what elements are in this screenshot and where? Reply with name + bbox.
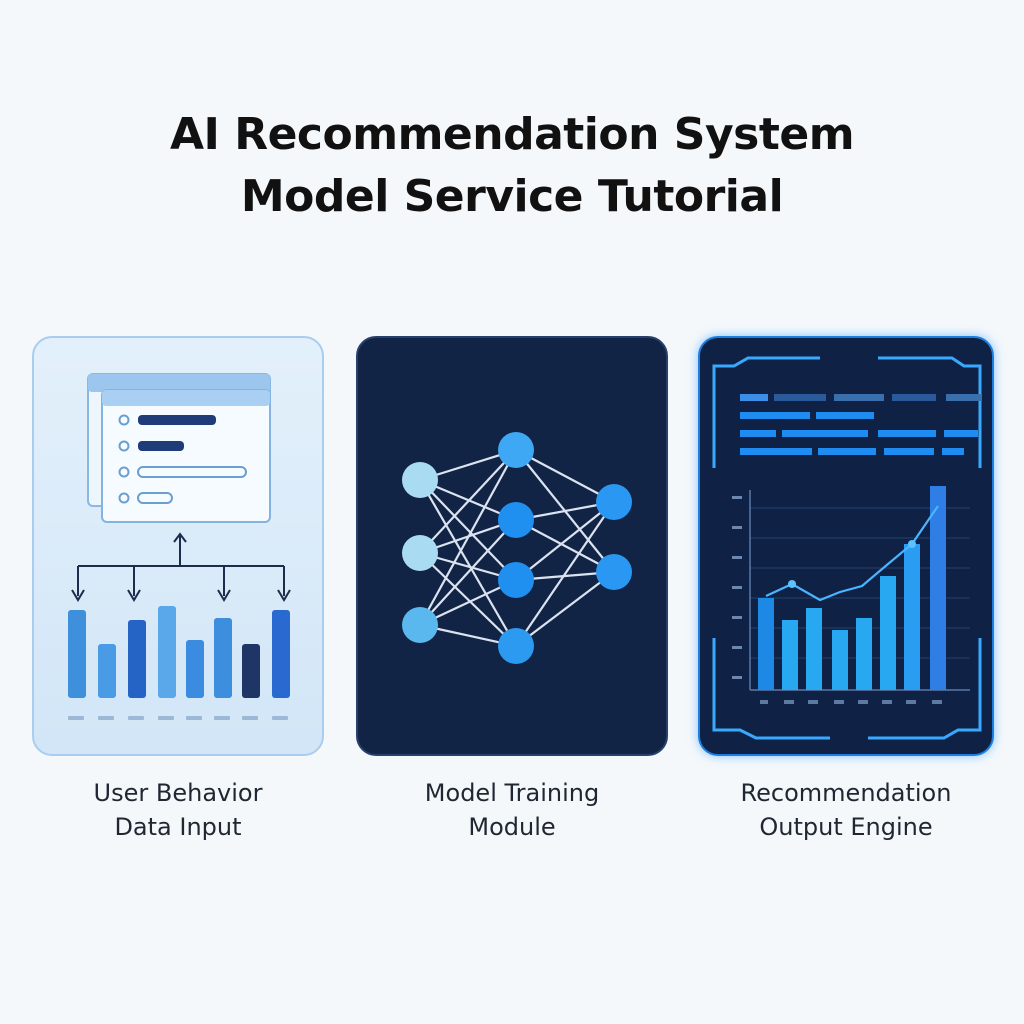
caption-line-2: Output Engine [759, 813, 933, 841]
title-line-2: Model Service Tutorial [240, 171, 784, 222]
page-title: AI Recommendation System Model Service T… [0, 104, 1024, 228]
caption-line-1: Model Training [424, 779, 600, 807]
form-window-icon [101, 389, 271, 523]
output-chart [732, 486, 970, 704]
back-window-titlebar [88, 374, 270, 392]
trend-points [788, 540, 916, 588]
network-nodes [402, 432, 632, 664]
caption-line-2: Data Input [114, 813, 242, 841]
neural-network-icon [402, 432, 632, 664]
title-line-1: AI Recommendation System [169, 109, 855, 160]
recommendation-list-lines [740, 394, 982, 455]
user-behavior-data-input-card [32, 336, 324, 756]
caption-model-training-module: Model Training Module [356, 776, 668, 844]
caption-user-behavior-data-input: User Behavior Data Input [32, 776, 324, 844]
caption-line-1: Recommendation [740, 779, 952, 807]
model-training-module-card [356, 336, 668, 756]
trend-line [765, 505, 939, 602]
output-dashboard-illustration [712, 356, 982, 740]
output-bars [758, 486, 946, 690]
behavior-bar-chart [68, 606, 290, 720]
caption-line-2: Module [468, 813, 556, 841]
data-input-illustration [68, 373, 291, 720]
caption-recommendation-output-engine: Recommendation Output Engine [698, 776, 994, 844]
caption-line-1: User Behavior [93, 779, 263, 807]
network-connections [419, 448, 615, 648]
data-flow-arrows [71, 532, 291, 602]
recommendation-output-engine-card [698, 336, 994, 756]
